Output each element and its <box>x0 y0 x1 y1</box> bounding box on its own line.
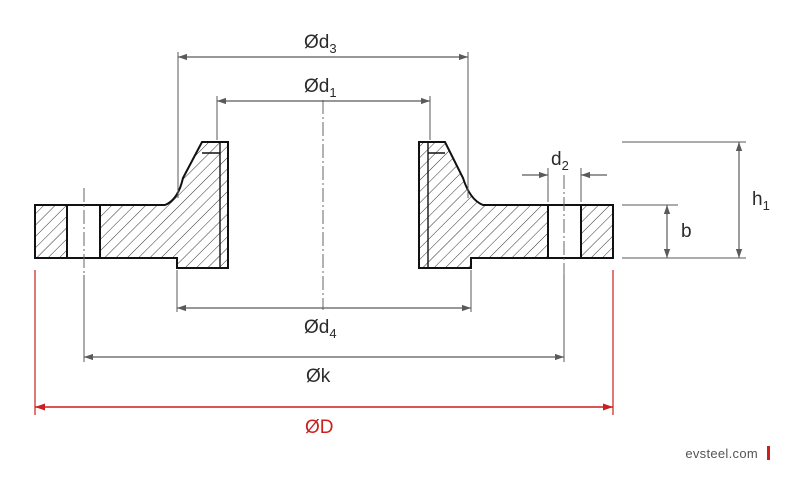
label-D: ØD <box>305 417 334 438</box>
label-k: Øk <box>306 366 331 387</box>
centerlines <box>83 100 565 310</box>
left-flange-section <box>34 141 229 269</box>
dimension-lines <box>84 53 743 361</box>
left-outer-rim <box>34 204 68 259</box>
label-d4: Ød4 <box>304 317 337 341</box>
label-d1: Ød1 <box>304 76 337 100</box>
brand-watermark: evsteel.com <box>685 446 770 461</box>
brand-accent-bar <box>767 446 770 460</box>
red-extension-lines <box>34 270 614 415</box>
label-d3: Ød3 <box>304 32 337 56</box>
right-outer-rim <box>580 204 614 259</box>
label-h1: h1 <box>752 189 770 213</box>
label-d2: d2 <box>551 149 569 173</box>
right-hub-body <box>418 141 549 269</box>
label-b: b <box>681 221 692 242</box>
left-hub-body <box>99 141 229 269</box>
right-flange-section <box>418 141 614 269</box>
brand-text: evsteel.com <box>685 446 758 461</box>
